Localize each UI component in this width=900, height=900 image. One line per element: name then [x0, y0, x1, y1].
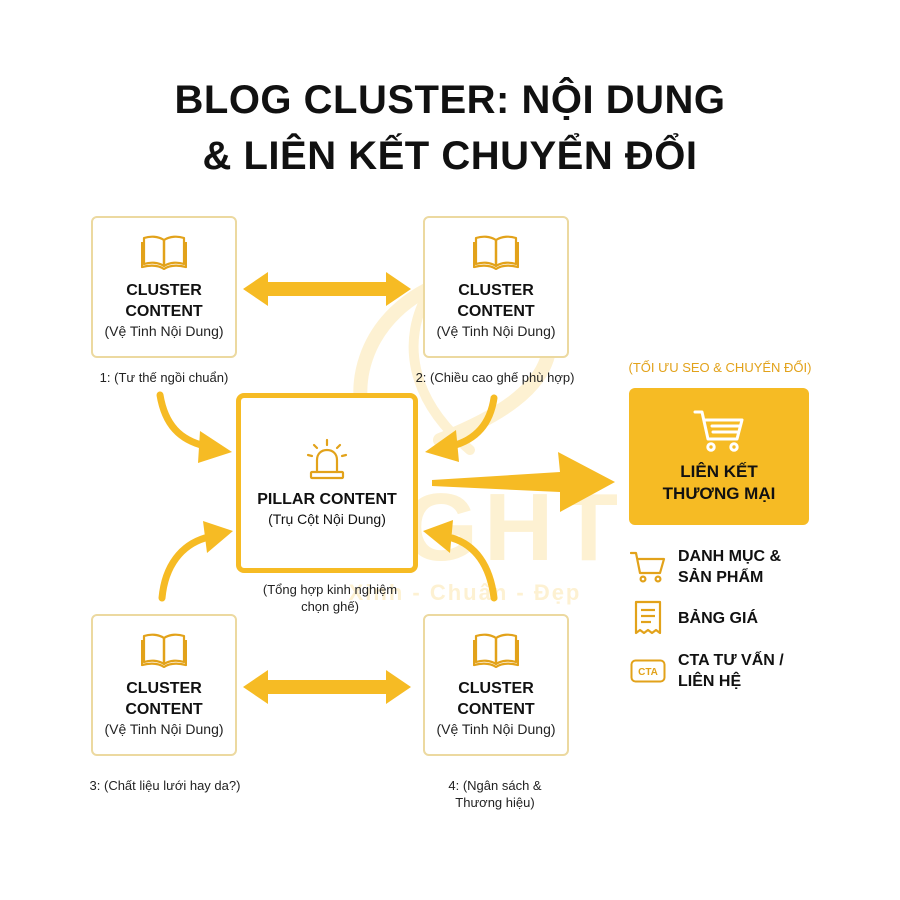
book-icon: [141, 633, 187, 668]
book-icon: [473, 235, 519, 270]
cluster-1-subtitle: (Vệ Tinh Nội Dung): [104, 323, 224, 339]
book-icon: [473, 633, 519, 668]
cta-icon: CTA: [630, 659, 666, 683]
cluster-4-subtitle: (Vệ Tinh Nội Dung): [436, 721, 556, 737]
curved-arrow-3-head: [203, 521, 233, 553]
cluster-content-2: CLUSTER CONTENT (Vệ Tinh Nội Dung): [423, 216, 569, 358]
title-line-1: BLOG CLUSTER: NỘI DUNG: [174, 78, 726, 122]
cluster-4-caption-line1: 4: (Ngân sách &: [448, 778, 542, 793]
cluster-content-1: CLUSTER CONTENT (Vệ Tinh Nội Dung): [91, 216, 237, 358]
book-icon: [141, 235, 187, 270]
pillar-title: PILLAR CONTENT: [257, 491, 397, 508]
curved-arrow-1: [156, 391, 209, 450]
cluster-3-title-line2: CONTENT: [125, 701, 203, 718]
cluster-content-3: CLUSTER CONTENT (Vệ Tinh Nội Dung): [91, 614, 237, 756]
cart-icon: [630, 551, 666, 583]
cluster-2-title-line1: CLUSTER: [458, 282, 534, 299]
link-3-line1: CTA TƯ VẤN /: [678, 652, 784, 669]
cluster-4-caption-line2: Thương hiệu): [455, 795, 535, 810]
pillar-subtitle: (Trụ Cột Nội Dung): [268, 511, 386, 527]
siren-icon: [306, 438, 348, 480]
curved-arrow-2-head: [425, 430, 459, 462]
cta-icon-text: CTA: [638, 667, 658, 678]
commerce-title-line2: THƯƠNG MẠI: [662, 483, 776, 503]
cluster-4-caption: 4: (Ngân sách & Thương hiệu): [420, 777, 570, 811]
link-price-list: BẢNG GIÁ: [630, 600, 758, 636]
cluster-2-subtitle: (Vệ Tinh Nội Dung): [436, 323, 556, 339]
curved-arrow-4: [448, 534, 498, 602]
cluster-1-caption: 1: (Tư thế ngồi chuẩn): [99, 370, 229, 385]
double-arrow-top: [243, 272, 411, 306]
cart-icon: [693, 410, 744, 452]
cluster-2-caption: 2: (Chiều cao ghế phù hợp): [415, 370, 575, 385]
pillar-content: PILLAR CONTENT (Trụ Cột Nội Dung): [236, 393, 418, 573]
pillar-caption: (Tổng hợp kinh nghiệm chọn ghế): [240, 581, 420, 615]
cluster-3-caption: 3: (Chất liệu lưới hay da?): [89, 778, 241, 793]
link-1-line1: DANH MỤC &: [678, 548, 782, 565]
link-cta-contact: CTA CTA TƯ VẤN / LIÊN HỆ: [630, 650, 784, 692]
cluster-4-title-line2: CONTENT: [457, 701, 535, 718]
big-arrow-right: [432, 452, 615, 512]
receipt-icon: [634, 600, 662, 635]
curved-arrow-1-head: [198, 431, 232, 463]
pillar-caption-line2: chọn ghế): [301, 599, 359, 614]
commerce-title: LIÊN KẾT THƯƠNG MẠI: [663, 461, 776, 505]
link-category-products: DANH MỤC & SẢN PHẨM: [630, 546, 781, 588]
seo-label: (TỐI ƯU SEO & CHUYỂN ĐỔI): [628, 360, 812, 375]
page-title: BLOG CLUSTER: NỘI DUNG & LIÊN KẾT CHUYỂN…: [0, 72, 900, 184]
cluster-1-title-line2: CONTENT: [125, 303, 203, 320]
curved-arrow-4-head: [423, 520, 453, 553]
link-2-line1: BẢNG GIÁ: [678, 609, 758, 627]
pillar-caption-line1: (Tổng hợp kinh nghiệm: [262, 582, 398, 597]
cluster-content-4: CLUSTER CONTENT (Vệ Tinh Nội Dung): [423, 614, 569, 756]
link-3-line2: LIÊN HỆ: [678, 673, 742, 690]
commerce-box: LIÊN KẾT THƯƠNG MẠI: [629, 388, 809, 525]
cluster-4-title-line1: CLUSTER: [458, 680, 534, 697]
commerce-title-line1: LIÊN KẾT: [680, 461, 758, 481]
title-line-2: & LIÊN KẾT CHUYỂN ĐỔI: [202, 134, 698, 178]
cluster-3-title-line1: CLUSTER: [126, 680, 202, 697]
curved-arrow-2: [448, 394, 498, 450]
double-arrow-bottom: [243, 670, 411, 704]
cluster-2-title-line2: CONTENT: [457, 303, 535, 320]
link-1-line2: SẢN PHẨM: [678, 569, 764, 586]
cluster-1-title-line1: CLUSTER: [126, 282, 202, 299]
cluster-3-subtitle: (Vệ Tinh Nội Dung): [104, 721, 224, 737]
curved-arrow-3: [158, 534, 209, 602]
